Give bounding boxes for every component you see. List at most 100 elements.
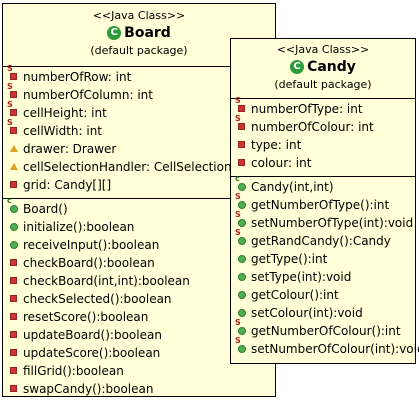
static-private-field-icon: S: [7, 83, 19, 100]
public-method-icon: [9, 222, 19, 232]
constructor-icon: c: [7, 197, 19, 214]
board-package: (default package): [90, 44, 188, 57]
board-method-row[interactable]: resetScore():boolean: [3, 308, 275, 326]
candy-title: C Candy: [231, 57, 415, 77]
board-field-row-label: numberOfColumn: int: [23, 88, 153, 102]
package-field-icon: [9, 162, 19, 172]
private-field-icon: [237, 140, 247, 150]
static-private-field-icon: S: [7, 101, 19, 118]
candy-field-row-label: numberOfType: int: [251, 102, 363, 116]
private-field-icon: [9, 180, 19, 190]
candy-method-row-label: getNumberOfColour():int: [251, 324, 401, 338]
candy-field-row[interactable]: colour: int: [231, 154, 415, 172]
board-field-row-label: numberOfRow: int: [23, 70, 132, 84]
candy-method-row-label: setColour(int):void: [251, 306, 363, 320]
candy-method-row[interactable]: getColour():int: [231, 286, 415, 304]
board-method-row-label: receiveInput():boolean: [23, 238, 160, 252]
class-icon: C: [290, 60, 305, 74]
candy-method-row-label: getColour():int: [251, 288, 339, 302]
board-field-row[interactable]: cellSelectionHandler: CellSelectionHandl…: [3, 158, 279, 176]
candy-field-row-label: colour: int: [251, 156, 312, 170]
candy-method-row-label: setType(int):void: [251, 270, 352, 284]
private-method-icon: [9, 276, 19, 286]
private-method-icon: [9, 312, 19, 322]
candy-method-row-label: getNumberOfType():int: [251, 198, 390, 212]
board-field-row-label: cellSelectionHandler: CellSelectionHandl…: [23, 160, 279, 174]
candy-method-row[interactable]: setType(int):void: [231, 268, 415, 286]
board-field-row-label: grid: Candy[][]: [23, 178, 112, 192]
candy-method-row[interactable]: c Candy(int,int): [231, 175, 415, 196]
board-field-row[interactable]: grid: Candy[][]: [3, 176, 275, 194]
board-method-row[interactable]: checkBoard(int,int):boolean: [3, 272, 275, 290]
private-method-icon: [9, 348, 19, 358]
board-method-row-label: checkBoard(int,int):boolean: [23, 274, 190, 288]
board-method-row[interactable]: checkSelected():boolean: [3, 290, 275, 308]
private-method-icon: [9, 384, 19, 394]
candy-method-row-label: getRandCandy():Candy: [251, 234, 391, 248]
board-field-row[interactable]: drawer: Drawer: [3, 140, 275, 158]
board-method-row-label: resetScore():boolean: [23, 310, 149, 324]
candy-method-row-label: setNumberOfColour(int):void: [251, 342, 419, 356]
board-method-row-label: fillGrid():boolean: [23, 364, 124, 378]
static-private-field-icon: S: [235, 115, 247, 132]
board-method-row-label: updateScore():boolean: [23, 346, 161, 360]
board-method-row[interactable]: updateScore():boolean: [3, 344, 275, 362]
board-field-row-label: drawer: Drawer: [23, 142, 117, 156]
private-method-icon: [9, 258, 19, 268]
public-method-icon: [9, 240, 19, 250]
board-method-row-label: initialize():boolean: [23, 220, 135, 234]
board-title: C Board: [3, 23, 275, 43]
candy-method-row-label: setNumberOfType(int):void: [251, 216, 414, 230]
candy-class-name: Candy: [307, 59, 356, 75]
candy-field-row-label: numberOfColour: int: [251, 120, 374, 134]
board-method-row[interactable]: updateBoard():boolean: [3, 326, 275, 344]
static-private-field-icon: S: [7, 119, 19, 136]
board-method-row-label: checkBoard():boolean: [23, 256, 155, 270]
board-method-row-label: checkSelected():boolean: [23, 292, 172, 306]
static-public-method-icon: S: [235, 193, 247, 210]
candy-package: (default package): [274, 78, 372, 91]
private-method-icon: [9, 294, 19, 304]
static-public-method-icon: S: [235, 337, 247, 354]
private-method-icon: [9, 366, 19, 376]
board-method-row[interactable]: initialize():boolean: [3, 218, 275, 236]
static-public-method-icon: S: [235, 319, 247, 336]
private-field-icon: [237, 158, 247, 168]
candy-method-row[interactable]: setColour(int):void: [231, 304, 415, 322]
public-method-icon: [237, 290, 247, 300]
public-method-icon: [237, 308, 247, 318]
candy-method-row[interactable]: getType():int: [231, 250, 415, 268]
board-class-header: <<Java Class>> C Board (default package): [3, 4, 275, 67]
candy-method-row-label: Candy(int,int): [251, 180, 334, 194]
candy-field-row[interactable]: type: int: [231, 136, 415, 154]
constructor-icon: c: [235, 175, 247, 192]
static-private-field-icon: S: [7, 65, 19, 82]
board-method-row[interactable]: fillGrid():boolean: [3, 362, 275, 380]
board-field-row-label: cellWidth: int: [23, 124, 103, 138]
board-method-row[interactable]: receiveInput():boolean: [3, 236, 275, 254]
candy-class-box[interactable]: <<Java Class>> C Candy (default package)…: [230, 38, 419, 364]
board-method-row[interactable]: checkBoard():boolean: [3, 254, 275, 272]
static-public-method-icon: S: [235, 229, 247, 246]
static-private-field-icon: S: [235, 97, 247, 114]
board-method-row[interactable]: swapCandy():boolean: [3, 380, 275, 398]
board-class-name: Board: [124, 25, 171, 41]
board-field-row-label: cellHeight: int: [23, 106, 107, 120]
public-method-icon: [237, 254, 247, 264]
public-method-icon: [237, 272, 247, 282]
